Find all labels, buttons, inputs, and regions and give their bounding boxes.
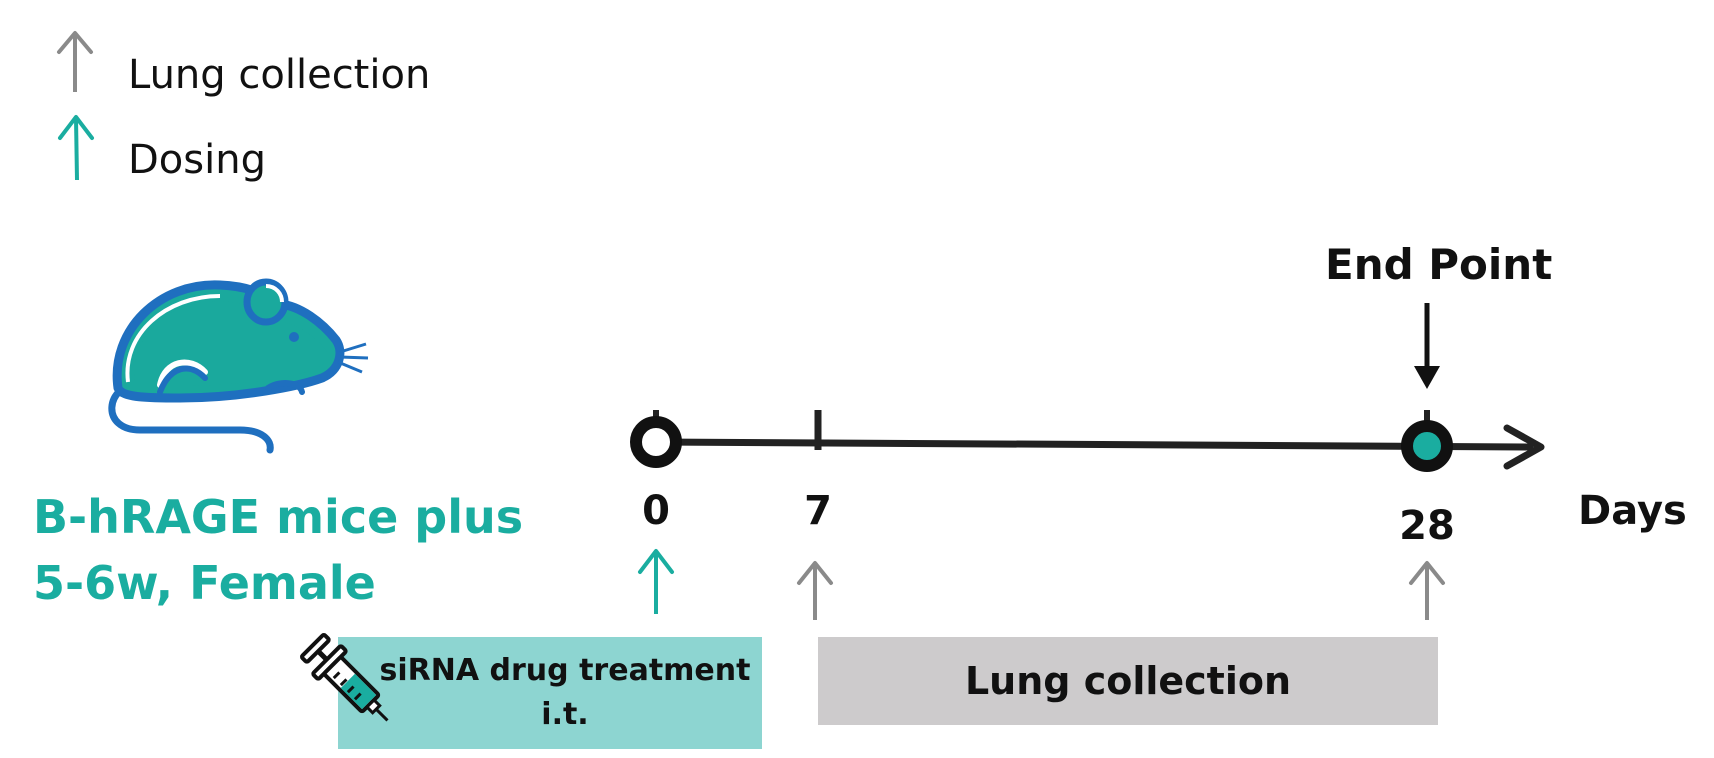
timeline-arrowhead-icon — [1503, 424, 1545, 470]
legend-dosing-arrow-icon — [58, 115, 94, 181]
legend-dosing-label: Dosing — [128, 137, 266, 183]
legend-collection-arrow-icon — [57, 31, 93, 92]
subject-line-1: B-hRAGE mice plus — [33, 490, 524, 544]
collection-phase-label: Lung collection — [964, 659, 1292, 703]
mouse-icon — [108, 278, 369, 454]
timeline-axis — [652, 424, 1545, 470]
treatment-phase-label-line1: siRNA drug treatment — [379, 653, 751, 688]
dosing-arrow-day0-icon — [638, 549, 674, 614]
tick-label-day7: 7 — [804, 488, 832, 534]
timeline-start-marker — [630, 410, 682, 468]
collection-arrow-day28-icon — [1409, 561, 1445, 620]
treatment-phase-label-line2: i.t. — [541, 697, 589, 732]
legend-collection-label: Lung collection — [128, 52, 431, 98]
axis-unit-label: Days — [1578, 488, 1687, 534]
treatment-phase-box: siRNA drug treatment i.t. — [338, 637, 762, 749]
collection-phase-box: Lung collection — [818, 637, 1438, 725]
tick-label-day28: 28 — [1399, 503, 1455, 549]
end-point-label: End Point — [1325, 240, 1553, 289]
end-point-arrow-icon — [1414, 303, 1440, 389]
subject-line-2: 5-6w, Female — [33, 556, 376, 610]
timeline-end-marker — [1401, 410, 1453, 472]
collection-arrow-day7-icon — [797, 561, 833, 620]
tick-label-day0: 0 — [642, 488, 670, 534]
syringe-icon — [300, 633, 389, 722]
